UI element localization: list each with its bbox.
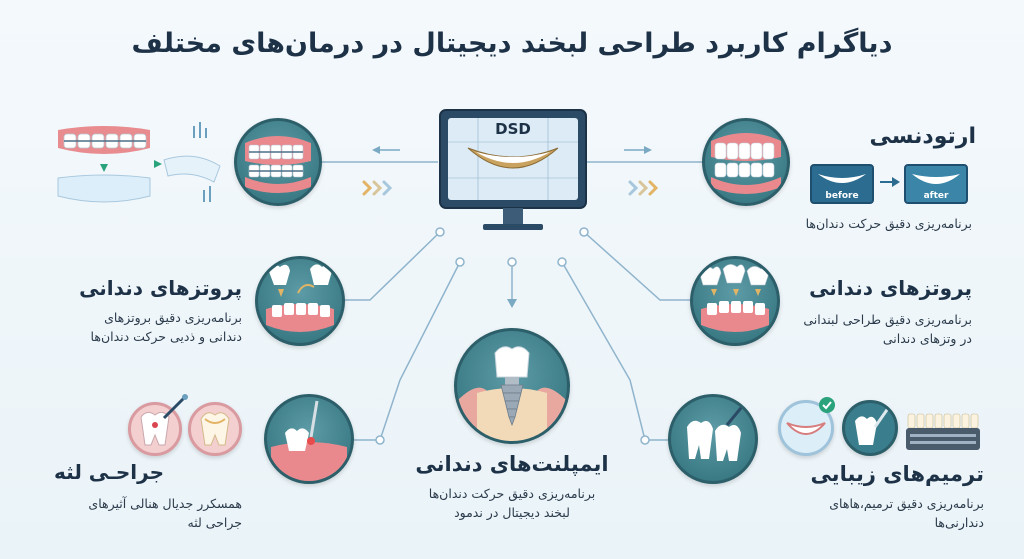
gum-surgery-circle — [264, 394, 354, 484]
before-image: before — [810, 164, 874, 204]
whitening-tooth-icon — [855, 406, 891, 445]
aligner-icon — [57, 122, 221, 203]
braces-teeth-icon — [245, 136, 311, 193]
orthodontics-desc: برنامه‌ریزی دقیق حرکت دندان‌ها — [806, 214, 972, 233]
implant-icon — [457, 346, 567, 441]
prosthetics-left-desc-line-1: برنامه‌ریزی دقیق بروتزهای — [104, 310, 242, 325]
bridge-icon — [698, 264, 770, 332]
tooth-icon — [200, 412, 230, 446]
after-image: after — [904, 164, 968, 204]
cosmetic-circle — [668, 394, 758, 484]
smile-check-icon — [786, 422, 826, 435]
aligner-illustration — [54, 120, 224, 210]
prosthetics-right-heading: پروتزهای دندانی — [809, 276, 972, 300]
shade-guide — [904, 412, 982, 454]
implants-desc: برنامه‌ریزی دقیق حرکت دندان‌ها لبخند دیج… — [404, 484, 620, 522]
cosmetic-desc-line-2: دندارنی‌ها — [934, 515, 984, 530]
laser-gum-icon — [271, 400, 347, 481]
gum-surgery-desc: همسکرر جدیال هنالی آثیرهای جراحی لثه — [88, 494, 242, 532]
prosthetics-left-desc: برنامه‌ریزی دقیق بروتزهای دندانی و ذدیی … — [91, 308, 242, 346]
teeth-smile-icon — [711, 133, 781, 194]
monitor-screen-label: DSD — [495, 120, 531, 138]
implants-heading: ایمپلنت‌های دندانی — [415, 452, 609, 476]
orthodontics-left-circle — [234, 118, 322, 206]
veneer-teeth-icon — [687, 399, 749, 461]
orthodontics-right-circle — [702, 118, 790, 206]
shade-guide-icon — [906, 413, 980, 450]
before-smile-icon — [818, 174, 866, 183]
after-label: after — [923, 191, 949, 201]
cosmetic-tooth-circle — [842, 400, 898, 456]
prosthetics-left-desc-line-2: دندانی و ذدیی حرکت دندان‌ها — [90, 329, 242, 344]
page-title: دیاگرام کاربرد طراحی لبخند دیجیتال در در… — [131, 28, 893, 59]
prosthetics-left-heading: پروتزهای دندانی — [79, 276, 242, 300]
prosthetics-right-desc-line-1: برنامه‌ریزی دقیق طراحی لبندانی — [803, 312, 972, 327]
prosthetics-right-circle — [690, 256, 780, 346]
cosmetic-heading: ترمیم‌های زیبایی — [810, 462, 984, 486]
cosmetic-desc: برنامه‌ریزی دقیق ترمیم،ها‌های دندارنی‌ها — [829, 494, 984, 532]
before-after-arrow-icon — [880, 177, 900, 187]
prosthetics-right-desc-line-2: در وتزهای دندانی — [882, 331, 972, 346]
check-icon — [819, 397, 835, 413]
orthodontics-desc-line-1: برنامه‌ریزی دقیق حرکت دندان‌ها — [805, 216, 972, 231]
implants-desc-line-2: لبخند دیجیتال در ندمود — [454, 505, 570, 520]
prosthetics-right-desc: برنامه‌ریزی دقیق طراحی لبندانی در وتزهای… — [803, 310, 972, 348]
implant-circle — [454, 328, 570, 444]
after-smile-icon — [912, 174, 960, 184]
before-label: before — [825, 191, 859, 201]
implants-desc-line-1: برنامه‌ریزی دقیق حرکت دندان‌ها — [428, 486, 596, 501]
gum-surgery-desc-line-1: همسکرر جدیال هنالی آثیرهای — [88, 496, 242, 511]
cosmetic-desc-line-1: برنامه‌ریزی دقیق ترمیم،ها‌های — [829, 496, 984, 511]
dsd-monitor: DSD — [438, 108, 588, 238]
orthodontics-heading: ارتودنسی — [869, 124, 976, 149]
gum-surgery-tooth-2 — [188, 402, 242, 456]
denture-icon — [266, 264, 334, 332]
gum-surgery-heading: جراحـی لثه — [54, 460, 164, 484]
dental-tool-icon — [162, 394, 188, 420]
damaged-tooth-icon — [140, 411, 170, 446]
monitor-icon — [439, 109, 587, 230]
gum-surgery-desc-line-2: جراحی لثه — [187, 515, 243, 530]
prosthetics-left-circle — [255, 256, 345, 346]
